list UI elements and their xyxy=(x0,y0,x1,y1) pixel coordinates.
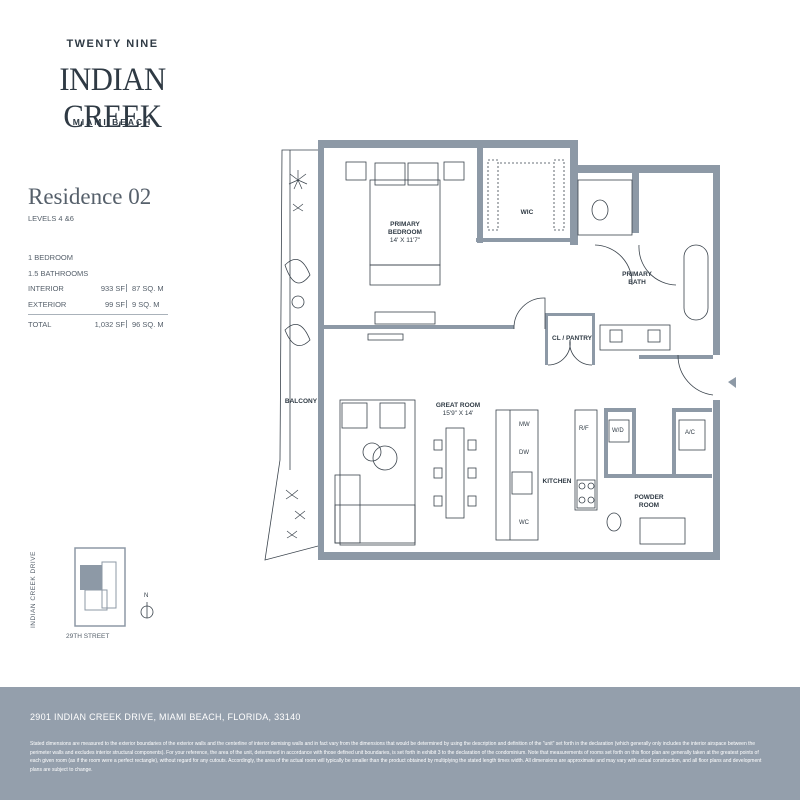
interior-lines xyxy=(284,159,714,546)
area-m: 96 SQ. M xyxy=(132,320,164,329)
room-label-primary-bedroom: PRIMARY BEDROOM 14' X 11'7" xyxy=(376,221,434,245)
appliance-label-mw: MW xyxy=(519,422,530,428)
balcony-outline xyxy=(264,149,323,561)
area-label: EXTERIOR xyxy=(28,299,67,309)
area-row-exterior: EXTERIOR 99 SF 9 SQ. M xyxy=(28,297,178,313)
residence-levels: LEVELS 4 &6 xyxy=(28,214,74,223)
appliance-label-wd: W/D xyxy=(612,428,624,434)
room-label-cl-pantry: CL / PANTRY xyxy=(552,335,592,342)
brand-name: INDIAN CREEK xyxy=(59,62,166,135)
area-separator xyxy=(126,320,127,328)
north-label: N xyxy=(144,593,149,599)
room-label-kitchen: KITCHEN xyxy=(542,478,572,485)
walls xyxy=(318,140,720,560)
room-label-powder-room: POWDER ROOM xyxy=(634,494,664,509)
area-row-interior: INTERIOR 933 SF 87 SQ. M xyxy=(28,281,178,297)
area-sf: 1,032 SF xyxy=(94,320,125,329)
footer: 2901 INDIAN CREEK DRIVE, MIAMI BEACH, FL… xyxy=(0,687,800,800)
room-name: GREAT ROOM xyxy=(435,402,481,409)
area-row-total: TOTAL 1,032 SF 96 SQ. M xyxy=(28,317,178,333)
area-label: TOTAL xyxy=(28,320,52,329)
area-sf: 933 SF xyxy=(100,284,125,293)
key-plan xyxy=(74,547,154,627)
bedrooms-count: 1 BEDROOM xyxy=(28,253,74,262)
room-dimension: 15'9" X 14' xyxy=(442,410,474,417)
room-name: PRIMARY BEDROOM xyxy=(388,221,422,236)
area-sf: 99 SF xyxy=(104,299,125,309)
residence-specs: 1 BEDROOM 1.5 BATHROOMS INTERIOR 933 SF … xyxy=(28,250,178,333)
appliance-label-dw: DW xyxy=(519,450,529,456)
entry-arrow-icon xyxy=(728,377,736,388)
appliance-label-wc: WC xyxy=(519,520,529,526)
room-dimension: 14' X 11'7" xyxy=(389,237,421,244)
area-m: 87 SQ. M xyxy=(132,284,164,293)
plants xyxy=(285,170,308,539)
residence-title: Residence 02 xyxy=(28,184,152,209)
keyplan-street-label: 29TH STREET xyxy=(66,633,110,640)
area-label: INTERIOR xyxy=(28,284,64,293)
area-separator xyxy=(126,284,127,292)
appliance-label-rf: R/F xyxy=(579,426,589,432)
appliance-label-ac: A/C xyxy=(685,430,696,436)
area-separator xyxy=(126,299,127,308)
room-label-great-room: GREAT ROOM 15'9" X 14' xyxy=(428,402,488,418)
brand-top-line: TWENTY NINE xyxy=(66,38,159,50)
brand-location: MIAMI BEACH xyxy=(72,117,153,127)
area-m: 9 SQ. M xyxy=(132,299,160,309)
room-label-wic: WIC xyxy=(520,209,534,216)
total-divider xyxy=(28,314,168,315)
footer-disclaimer: Stated dimensions are measured to the ex… xyxy=(30,741,762,773)
footer-address: 2901 INDIAN CREEK DRIVE, MIAMI BEACH, FL… xyxy=(30,712,301,722)
keyplan-road-label: INDIAN CREEK DRIVE xyxy=(30,551,37,628)
room-label-primary-bath: PRIMARY BATH xyxy=(622,271,652,286)
bathrooms-count: 1.5 BATHROOMS xyxy=(28,268,89,278)
room-label-balcony: BALCONY xyxy=(284,398,318,405)
